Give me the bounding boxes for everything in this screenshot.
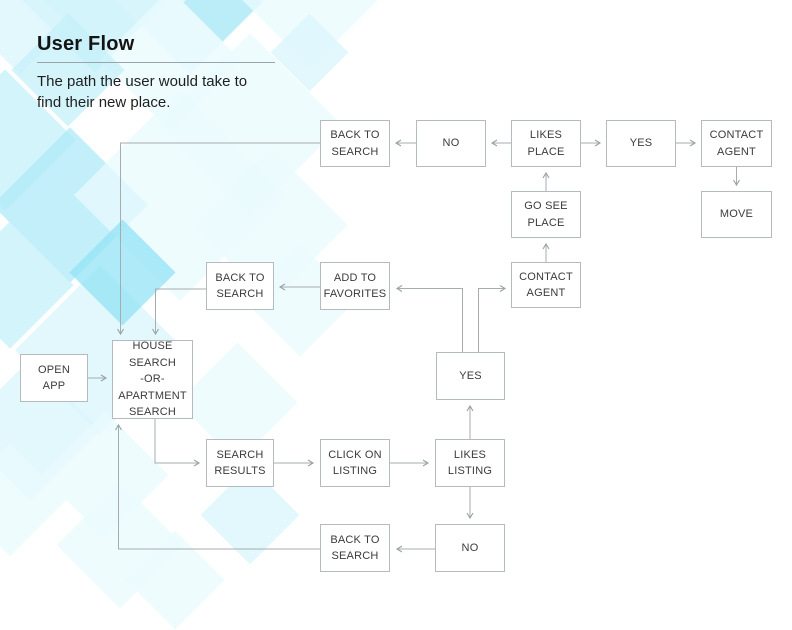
node-label: NO	[442, 137, 460, 150]
node-label: LIKES LISTING	[447, 448, 493, 478]
node-click-on-listing: CLICK ON LISTING	[320, 439, 390, 487]
node-label: CONTACT AGENT	[519, 270, 573, 300]
flow-connectors	[88, 139, 740, 553]
node-back-to-search-mid: BACK TO SEARCH	[206, 262, 274, 310]
node-contact-agent-mid: CONTACT AGENT	[511, 262, 581, 308]
node-label: LIKES PLACE	[527, 129, 565, 158]
node-no-top: NO	[416, 120, 486, 167]
node-label: GO SEE PLACE	[524, 200, 568, 229]
node-label: YES	[629, 137, 653, 150]
page-title: User Flow	[37, 33, 135, 55]
node-label: MOVE	[719, 208, 754, 221]
node-yes-top: YES	[606, 120, 676, 167]
node-back-to-search-top: BACK TO SEARCH	[320, 120, 390, 167]
node-likes-listing: LIKES LISTING	[435, 439, 505, 487]
node-contact-agent-top: CONTACT AGENT	[701, 120, 772, 167]
node-likes-place: LIKES PLACE	[511, 120, 581, 167]
node-label: OPEN APP	[38, 363, 70, 393]
node-yes-mid: YES	[436, 352, 505, 400]
node-label: CLICK ON LISTING	[328, 448, 382, 478]
node-house-search: HOUSE SEARCH -OR- APARTMENT SEARCH	[112, 340, 193, 419]
page-subtitle: The path the user would take to find the…	[37, 73, 248, 111]
user-flow-diagram: OPEN APP HOUSE SEARCH -OR- APARTMENT SEA…	[20, 120, 772, 572]
node-label: BACK TO SEARCH	[330, 533, 380, 563]
node-search-results: SEARCH RESULTS	[206, 439, 274, 487]
node-open-app: OPEN APP	[20, 354, 88, 402]
node-label: HOUSE SEARCH -OR- APARTMENT SEARCH	[118, 340, 187, 419]
node-label: NO	[461, 541, 479, 554]
node-go-see-place: GO SEE PLACE	[511, 191, 581, 238]
node-label: BACK TO SEARCH	[215, 271, 265, 301]
node-move: MOVE	[701, 191, 772, 238]
node-add-to-favorites: ADD TO FAVORITES	[320, 262, 390, 310]
node-no-bottom: NO	[435, 524, 505, 572]
node-label: YES	[459, 369, 482, 382]
node-back-to-search-bottom: BACK TO SEARCH	[320, 524, 390, 572]
header: User Flow The path the user would take t…	[37, 33, 275, 113]
node-label: BACK TO SEARCH	[330, 129, 380, 158]
node-label: SEARCH RESULTS	[214, 448, 266, 478]
node-label: CONTACT AGENT	[709, 129, 764, 158]
title-underline	[37, 62, 275, 63]
node-label: ADD TO FAVORITES	[323, 271, 387, 301]
